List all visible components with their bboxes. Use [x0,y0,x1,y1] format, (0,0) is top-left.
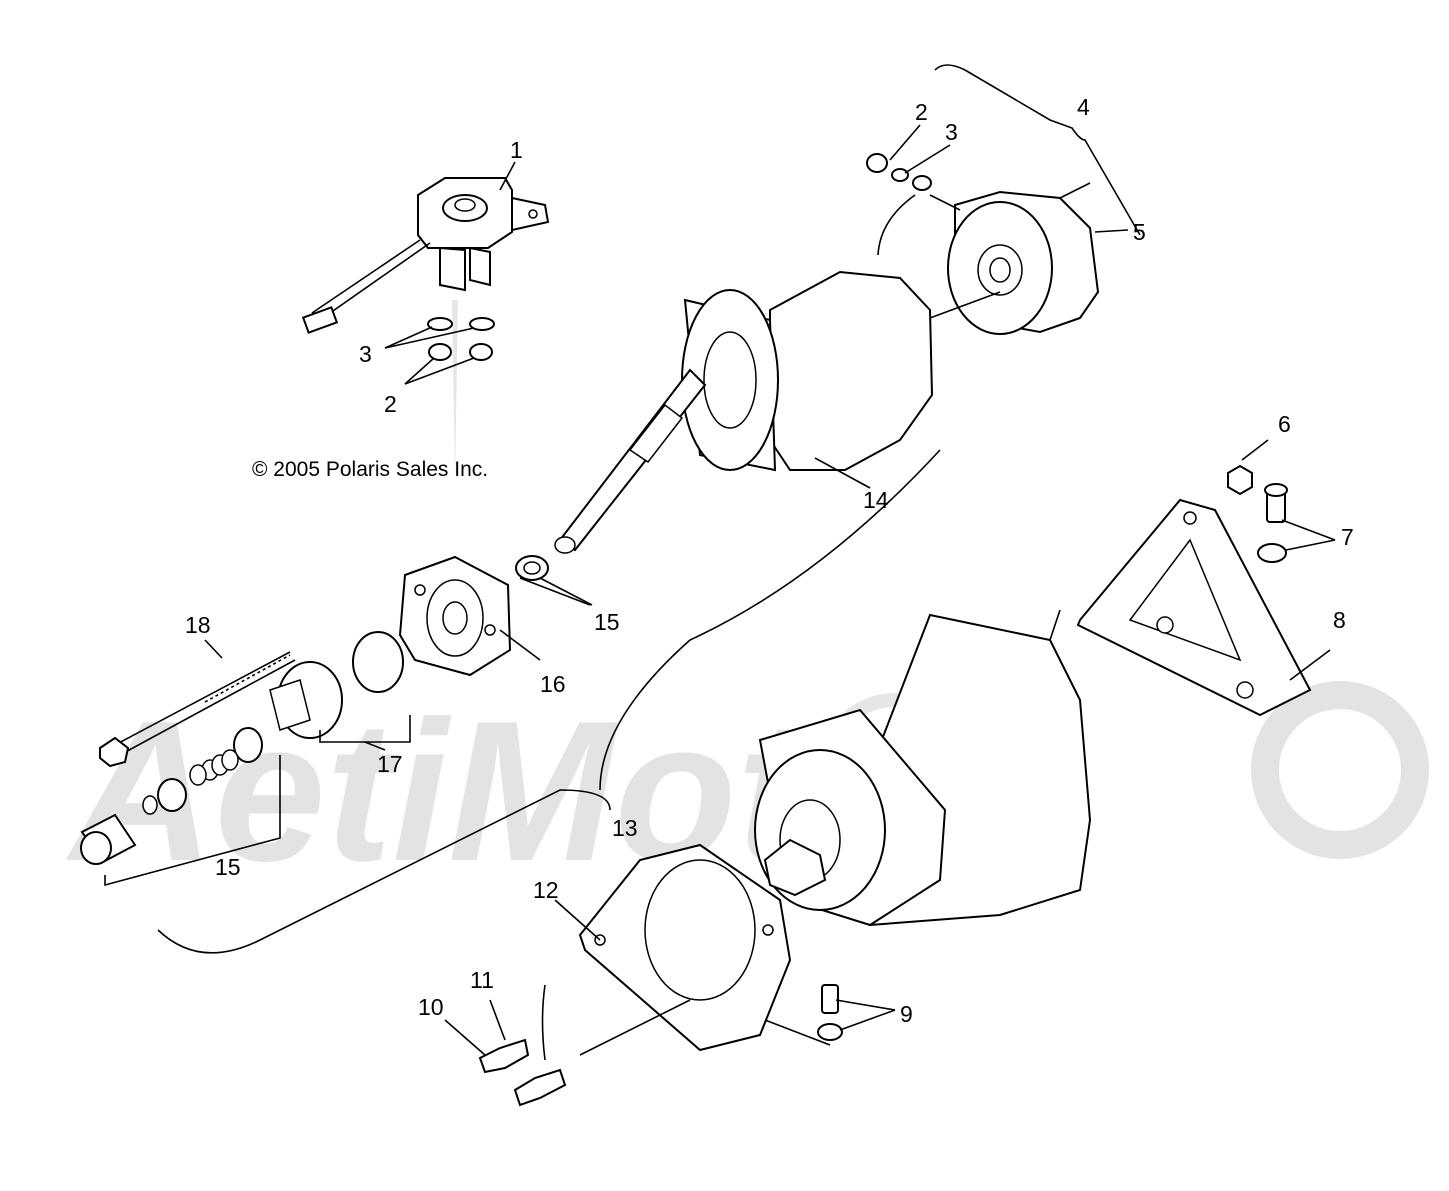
parts-6-7-fasteners [1227,439,1336,563]
callout-5: 5 [1133,219,1146,245]
part-9-screw-washer [817,984,896,1041]
part-15-spring-set [80,727,281,887]
callout-3-left: 3 [359,341,372,367]
starter-motor-assembly [754,609,1092,927]
washers-and-nuts-1 [384,317,495,385]
callout-11: 11 [470,967,494,993]
copyright-notice: © 2005 Polaris Sales Inc. [252,458,488,481]
callout-17: 17 [377,751,403,777]
callout-10: 10 [418,994,444,1020]
callout-9: 9 [900,1001,913,1027]
part-17-drive [269,631,411,751]
callout-6: 6 [1278,411,1291,437]
callout-14: 14 [863,487,889,513]
part-18-bolt [99,639,296,768]
part-8-mounting-bracket [1076,498,1331,717]
part-16-end-plate [398,555,541,677]
callout-13: 13 [612,815,638,841]
callout-7: 7 [1341,524,1354,550]
part-1-solenoid [301,177,550,334]
callout-15-lower: 15 [215,854,241,880]
callout-16: 16 [540,671,566,697]
part-14-armature [554,270,934,554]
callout-3-top: 3 [945,119,958,145]
part-15-bushing [515,555,593,606]
callout-4: 4 [1077,94,1090,120]
callout-leaders [499,124,1129,233]
callout-8: 8 [1333,607,1346,633]
callout-labels: 1 2 3 3 2 4 5 6 7 8 9 10 11 12 13 14 15 … [185,94,1354,1027]
callout-1: 1 [510,137,523,163]
callout-12: 12 [533,877,559,903]
part-13-assembly-bracket [157,449,941,954]
parts-10-11-bolts [444,984,567,1107]
callout-2-top: 2 [915,99,928,125]
group-bracket-4 [934,64,1141,236]
callout-15-upper: 15 [594,609,620,635]
part-12-lower-bracket [554,843,831,1056]
callout-2-left: 2 [384,391,397,417]
part-5-end-cap [866,153,1100,335]
callout-18: 18 [185,612,211,638]
